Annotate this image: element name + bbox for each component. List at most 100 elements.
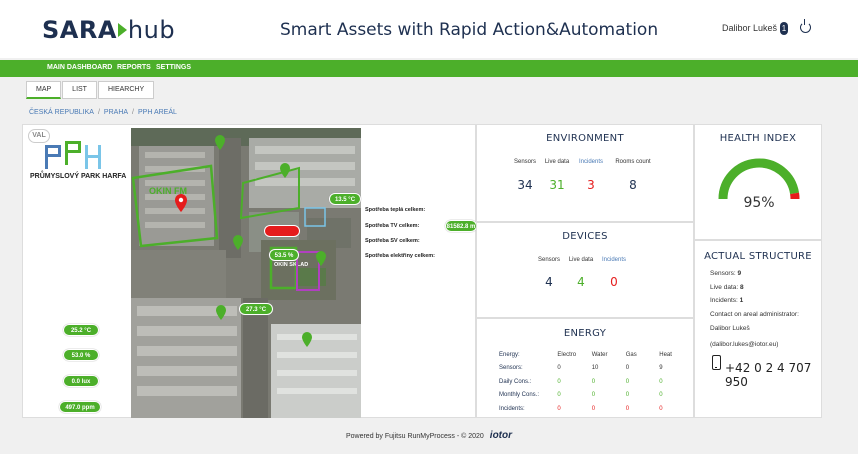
pph-logo bbox=[45, 141, 101, 169]
table-row: Daily Cons.: 0 0 0 0 bbox=[499, 375, 693, 389]
structure-phone[interactable]: +42 0 2 4 707 950 bbox=[725, 361, 812, 389]
nav-main-dashboard[interactable]: MAIN DASHBOARD bbox=[47, 64, 113, 71]
actual-structure-title: ACTUAL STRUCTURE bbox=[704, 251, 812, 262]
energy-cell: 0 bbox=[557, 365, 561, 372]
nav-settings[interactable]: SETTINGS bbox=[156, 64, 192, 71]
breadcrumb-country[interactable]: ČESKÁ REPUBLIKA bbox=[29, 109, 94, 116]
energy-cell: 0 bbox=[625, 405, 630, 412]
environment-title: ENVIRONMENT bbox=[546, 133, 624, 144]
energy-cell: 0 bbox=[659, 378, 663, 385]
energy-cell: 0 bbox=[557, 405, 561, 412]
map-pill-29-3[interactable]: 29.3 °C bbox=[264, 225, 300, 237]
energy-cell: 0 bbox=[557, 392, 561, 399]
consumption-sv: Spotřeba SV celkem: bbox=[365, 238, 420, 244]
app-title: Smart Assets with Rapid Action&Automatio… bbox=[280, 20, 659, 40]
map-pill-53-5[interactable]: 53.5 % bbox=[269, 249, 299, 261]
sensor-pill-temperature[interactable]: 25.2 °C bbox=[63, 324, 99, 336]
sensor-pill-light[interactable]: 0.0 lux bbox=[63, 375, 99, 387]
energy-cell: 0 bbox=[591, 405, 596, 412]
energy-cell: 0 bbox=[659, 405, 663, 412]
dev-incidents-label: Incidents bbox=[601, 257, 626, 263]
health-gauge bbox=[718, 158, 800, 200]
dev-sensors-label: Sensors bbox=[537, 257, 560, 263]
structure-sensors-value: 9 bbox=[737, 270, 742, 277]
consumption-heat: Spotřeba teplá celkem: bbox=[365, 207, 426, 213]
footer-text: Powered by Fujitsu RunMyProcess - © 2020 bbox=[345, 433, 484, 440]
table-row: Incidents: 0 0 0 0 bbox=[499, 402, 693, 416]
env-sensors-value: 34 bbox=[517, 178, 533, 192]
map-pill-81582[interactable]: 81582.8 m bbox=[445, 220, 477, 232]
energy-col-heat: Heat bbox=[659, 351, 672, 358]
dev-live-label: Live data bbox=[568, 257, 594, 263]
env-live-label: Live data bbox=[544, 159, 570, 165]
health-index-value: 95% bbox=[743, 195, 775, 211]
iotor-logo[interactable]: iotor bbox=[489, 430, 513, 441]
user-name[interactable]: Dalibor Lukeš bbox=[722, 23, 778, 33]
energy-cell: 0 bbox=[625, 392, 630, 399]
devices-panel: DEVICES Sensors Live data Incidents 4 4 … bbox=[476, 222, 694, 318]
structure-sensors-label: Sensors: bbox=[710, 270, 736, 277]
energy-row-label: Sensors: bbox=[499, 365, 523, 372]
sensor-pill-co2[interactable]: 497.0 ppm bbox=[59, 401, 101, 413]
table-row: Sensors: 0 10 0 9 bbox=[499, 362, 693, 376]
energy-cell: 0 bbox=[591, 392, 596, 399]
map-panel: VAL PRŮMYSLOVÝ PARK HARFA 25.2 °C 53.0 %… bbox=[22, 124, 477, 418]
user-notification-badge[interactable]: 1 bbox=[780, 22, 788, 35]
structure-live: Live data: 8 bbox=[710, 284, 744, 291]
structure-live-value: 8 bbox=[740, 284, 744, 291]
structure-incidents-value: 1 bbox=[739, 297, 744, 304]
energy-col-energy: Energy: bbox=[499, 351, 520, 358]
env-rooms-label: Rooms count bbox=[615, 159, 651, 165]
val-badge: VAL bbox=[28, 129, 50, 143]
park-name: PRŮMYSLOVÝ PARK HARFA bbox=[30, 173, 127, 180]
energy-table: Energy: Electro Water Gas Heat Sensors: … bbox=[499, 348, 693, 416]
energy-cell: 0 bbox=[625, 365, 630, 372]
energy-cell: 10 bbox=[591, 365, 599, 372]
footer: Powered by Fujitsu RunMyProcess - © 2020… bbox=[0, 430, 858, 441]
breadcrumb: ČESKÁ REPUBLIKA/PRAHA/PPH AREÁL bbox=[29, 109, 177, 116]
dev-sensors-value: 4 bbox=[545, 275, 553, 289]
structure-contact-label: Contact on areal administrator: bbox=[710, 311, 799, 318]
tab-hiearchy[interactable]: HIEARCHY bbox=[97, 81, 155, 99]
zone-okin-fm-label: OKIN FM bbox=[149, 186, 187, 196]
view-tabs: MAP LIST HIEARCHY bbox=[26, 81, 155, 99]
map-pill-13-5[interactable]: 13.5 °C bbox=[329, 193, 361, 205]
logo-text: SARA bbox=[42, 16, 117, 44]
energy-cell: 9 bbox=[659, 365, 663, 372]
energy-cell: 0 bbox=[557, 378, 561, 385]
map-pin-icon bbox=[175, 194, 187, 212]
dev-live-value: 4 bbox=[577, 275, 585, 289]
energy-title: ENERGY bbox=[563, 328, 607, 339]
env-incidents-value: 3 bbox=[587, 178, 595, 192]
aerial-map[interactable]: OKIN FM OKIN SKLAD bbox=[131, 128, 361, 418]
energy-cell: 0 bbox=[625, 378, 630, 385]
map-pill-27-3[interactable]: 27.3 °C bbox=[239, 303, 273, 315]
structure-incidents-label: Incidents: bbox=[710, 297, 738, 304]
structure-admin-email[interactable]: (dalibor.lukes@iotor.eu) bbox=[710, 341, 779, 348]
environment-panel: ENVIRONMENT Sensors Live data Incidents … bbox=[476, 124, 694, 222]
health-index-title: HEALTH INDEX bbox=[719, 133, 797, 144]
structure-incidents: Incidents: 1 bbox=[710, 297, 743, 304]
breadcrumb-areal[interactable]: PPH AREÁL bbox=[138, 109, 177, 116]
nav-reports[interactable]: REPORTS bbox=[117, 64, 151, 71]
dev-incidents-value: 0 bbox=[610, 275, 618, 289]
energy-row-label: Daily Cons.: bbox=[499, 378, 532, 385]
consumption-electricity: Spotřeba elektřiny celkem: bbox=[365, 253, 436, 259]
energy-row-label: Incidents: bbox=[499, 405, 525, 412]
power-icon[interactable] bbox=[800, 19, 811, 33]
main-navbar: MAIN DASHBOARD REPORTS SETTINGS bbox=[0, 60, 858, 77]
tab-list[interactable]: LIST bbox=[62, 81, 97, 99]
devices-title: DEVICES bbox=[562, 231, 608, 242]
logo-arrow-icon bbox=[117, 23, 127, 37]
sensor-pill-humidity[interactable]: 53.0 % bbox=[63, 349, 99, 361]
breadcrumb-city[interactable]: PRAHA bbox=[103, 109, 129, 116]
tab-map[interactable]: MAP bbox=[26, 81, 62, 99]
energy-cell: 0 bbox=[659, 392, 663, 399]
env-live-value: 31 bbox=[549, 178, 565, 192]
consumption-tv: Spotřeba TV celkem: bbox=[365, 223, 420, 229]
energy-panel: ENERGY Energy: Electro Water Gas Heat Se… bbox=[476, 318, 694, 418]
actual-structure-panel: ACTUAL STRUCTURE Sensors: 9 Live data: 8… bbox=[694, 240, 822, 418]
table-row: Monthly Cons.: 0 0 0 0 bbox=[499, 389, 693, 403]
